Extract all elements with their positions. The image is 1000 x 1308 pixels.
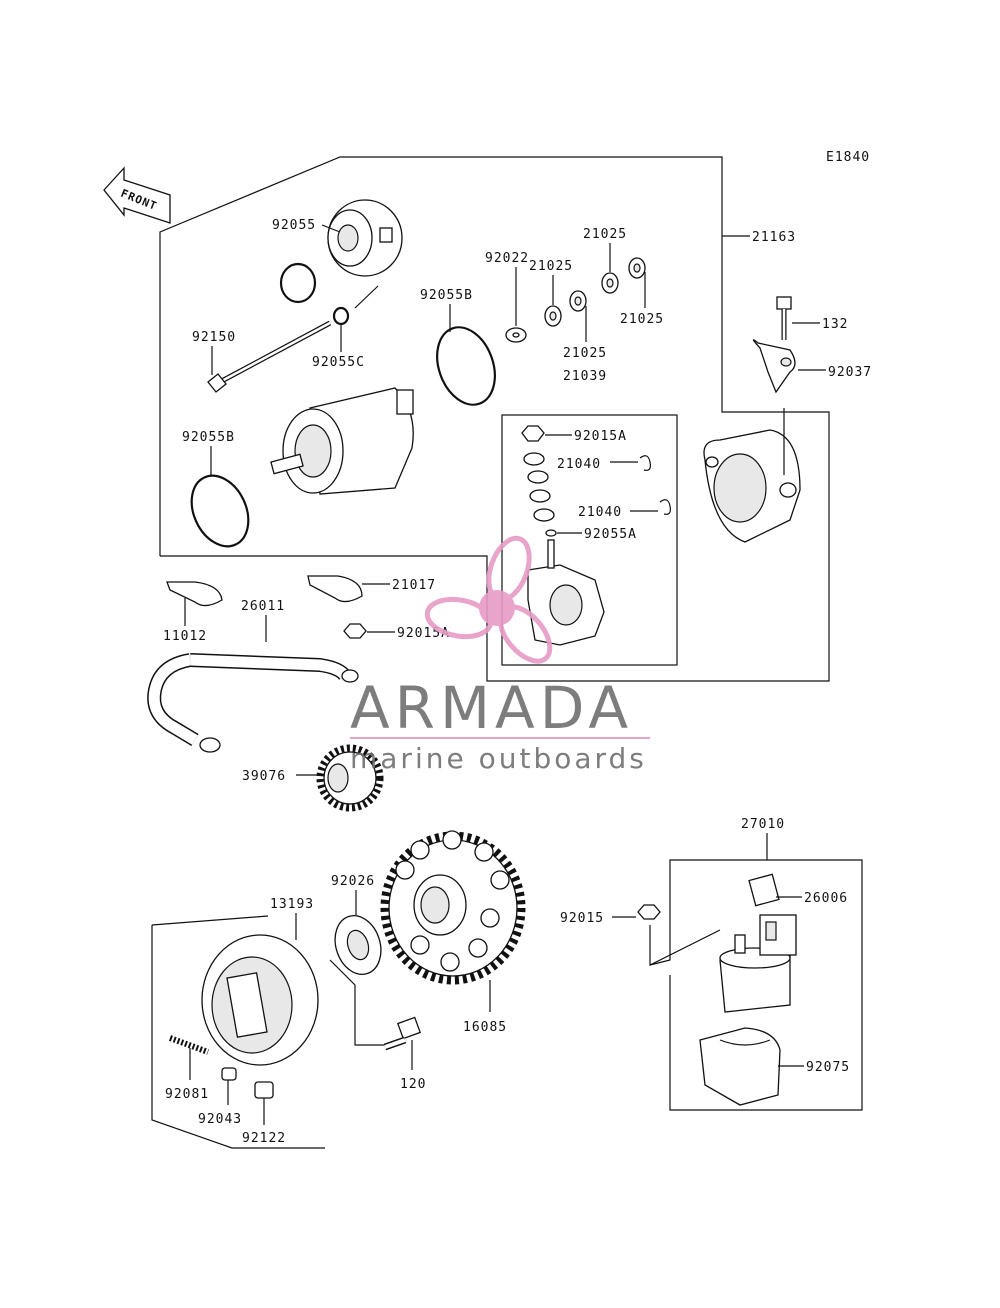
label-92015: 92015 (560, 911, 604, 926)
o-ring-92055b-lower (190, 474, 250, 548)
brush-plate (527, 539, 605, 646)
label-92015a-top: 92015A (574, 429, 627, 444)
label-21163: 21163 (752, 230, 796, 245)
label-92055c: 92055C (312, 355, 365, 370)
washer-stack-1 (523, 452, 545, 466)
leader-92055 (321, 224, 341, 233)
label-21025-a: 21025 (529, 259, 573, 274)
label-92150: 92150 (192, 330, 236, 345)
label-13193: 13193 (270, 897, 314, 912)
spring-92081 (168, 1035, 210, 1055)
label-16085: 16085 (463, 1020, 507, 1035)
o-ring-92055 (279, 262, 317, 304)
pin-92043 (221, 1067, 237, 1081)
leader-92015-relay (649, 925, 721, 966)
washer-21025-a-hole (549, 311, 557, 321)
diagram-code: E1840 (826, 150, 870, 165)
o-ring-92055a (545, 529, 557, 537)
label-92081: 92081 (165, 1087, 209, 1102)
starter-relay (719, 914, 797, 1013)
rear-housing (703, 429, 801, 543)
label-92055b-lower: 92055B (182, 430, 235, 445)
washer-92022-hole (512, 332, 520, 338)
starter-end-cover (327, 199, 403, 277)
washer-92026-hole (346, 929, 370, 961)
terminal-cap-21017 (307, 575, 363, 603)
label-92055: 92055 (272, 218, 316, 233)
relay-boot-92075 (699, 1027, 781, 1106)
washer-21025-b-hole (574, 296, 582, 306)
nut-92015 (637, 904, 661, 920)
starter-motor-body (270, 387, 414, 495)
terminal-cap-11012 (166, 581, 223, 607)
label-21025-d: 21025 (620, 312, 664, 327)
label-92026: 92026 (331, 874, 375, 889)
label-92055b-upper: 92055B (420, 288, 473, 303)
leader-92055-cover (354, 285, 379, 309)
label-26011: 26011 (241, 599, 285, 614)
front-arrow-icon: FRONT (103, 166, 171, 224)
label-132: 132 (822, 317, 848, 332)
watermark-title: ARMADA (350, 674, 633, 742)
washer-stack-2 (527, 470, 549, 484)
spring-21040-a (639, 455, 651, 471)
label-92022: 92022 (485, 251, 529, 266)
label-21039: 21039 (563, 369, 607, 384)
starter-cable-26011 (147, 653, 359, 753)
label-92055a: 92055A (584, 527, 637, 542)
nut-92015a (521, 425, 545, 442)
through-bolt (207, 320, 332, 393)
o-ring-92055b-upper (436, 326, 496, 406)
clutch-group-outline (151, 925, 325, 1149)
washer-stack-3 (529, 489, 551, 503)
label-27010: 27010 (741, 817, 785, 832)
spring-21040-b (659, 499, 671, 515)
starter-clutch-13193 (201, 934, 319, 1066)
washer-stack-4 (533, 508, 555, 522)
label-92043: 92043 (198, 1112, 242, 1127)
clutch-group-outline-top (151, 915, 269, 926)
washer-21025-d-hole (633, 263, 641, 273)
brush-holder-box (501, 414, 678, 666)
nut-92015a-lower (343, 623, 367, 639)
label-21025-b: 21025 (563, 346, 607, 361)
label-39076: 39076 (242, 769, 286, 784)
fuse-26006 (748, 873, 780, 907)
label-11012: 11012 (163, 629, 207, 644)
label-92122: 92122 (242, 1131, 286, 1146)
starter-gear-16085 (380, 830, 526, 985)
leader-clutch-bolt (329, 959, 388, 1046)
label-26006: 26006 (804, 891, 848, 906)
relay-group-outline (649, 859, 863, 1111)
roller-92122 (254, 1081, 274, 1099)
watermark-subtitle: marine outboards (350, 742, 647, 775)
label-92075: 92075 (806, 1060, 850, 1075)
washer-21025-c-hole (606, 278, 614, 288)
bracket-92037-hole (780, 357, 792, 367)
label-120: 120 (400, 1077, 426, 1092)
label-92037: 92037 (828, 365, 872, 380)
label-21025-c: 21025 (583, 227, 627, 242)
idle-gear-39076 (316, 744, 384, 812)
label-21040-b: 21040 (578, 505, 622, 520)
armada-logo: ARMADA marine outboards (350, 535, 650, 775)
bolt-132 (776, 296, 792, 340)
bracket-92037 (752, 339, 796, 394)
bolt-120 (383, 1016, 422, 1051)
label-21040-a: 21040 (557, 457, 601, 472)
label-21017: 21017 (392, 578, 436, 593)
o-ring-92055c (332, 306, 350, 326)
